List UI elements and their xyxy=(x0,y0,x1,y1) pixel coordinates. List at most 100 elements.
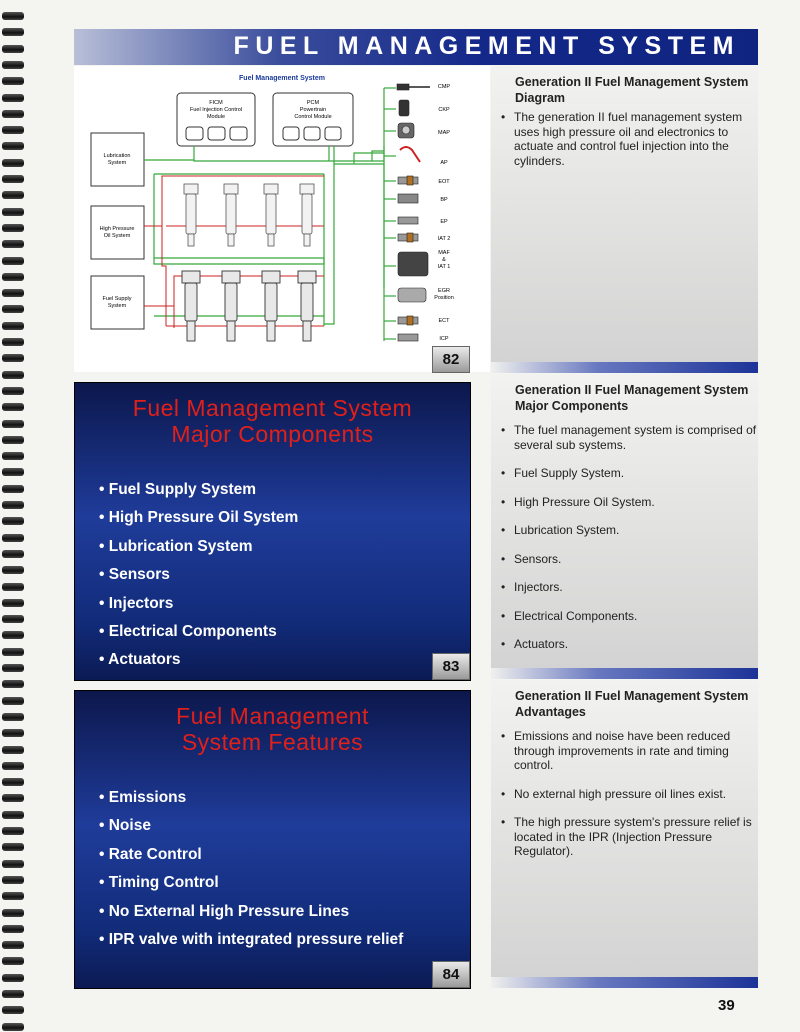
binding-ring xyxy=(2,794,24,803)
components-note-bullet: Fuel Supply System. xyxy=(501,466,757,481)
diagram-note-bullet: The generation II fuel management system… xyxy=(501,110,757,168)
binding-ring xyxy=(2,12,24,20)
binding-ring xyxy=(2,338,24,346)
sensor-label: CKP xyxy=(438,107,450,113)
pcm-label-3: Control Module xyxy=(294,114,331,120)
binding-ring xyxy=(2,191,24,200)
fuel-supply-label-1: Fuel Supply xyxy=(102,296,131,302)
binding-ring xyxy=(2,452,24,461)
binding-ring xyxy=(2,957,24,966)
binding-ring xyxy=(2,712,24,721)
components-note-bullet: The fuel management system is comprised … xyxy=(501,423,757,452)
binding-ring xyxy=(2,598,24,607)
binding-ring xyxy=(2,77,24,86)
binding-ring xyxy=(2,859,24,868)
advantages-notes-panel: Generation II Fuel Management System Adv… xyxy=(491,680,758,977)
diagram-notes-heading: Generation II Fuel Management System Dia… xyxy=(515,75,749,105)
binding-ring xyxy=(2,1006,24,1015)
sensor-label: IAT 1 xyxy=(438,264,451,270)
sensor-label: EGR xyxy=(438,288,450,294)
component-bullet: Actuators xyxy=(99,651,298,679)
high-pressure-label-1: High Pressure xyxy=(100,226,135,232)
binding-ring xyxy=(2,615,24,624)
component-bullet: Injectors xyxy=(99,595,298,623)
binding-ring xyxy=(2,778,24,787)
binding-ring xyxy=(2,990,24,998)
injectors-lower xyxy=(181,270,317,342)
binding-ring xyxy=(2,664,24,672)
page-number: 39 xyxy=(718,997,735,1014)
high-pressure-oil-box xyxy=(90,205,145,260)
binding-ring xyxy=(2,1022,24,1031)
sensor-label: ECT xyxy=(439,318,451,324)
divider-stripe xyxy=(491,362,758,373)
binding-ring xyxy=(2,631,24,640)
divider-stripe xyxy=(491,668,758,679)
components-note-bullet: Sensors. xyxy=(501,552,757,567)
sensor-label: AP xyxy=(440,160,448,166)
binding-ring xyxy=(2,158,24,167)
binding-ring xyxy=(2,761,24,770)
divider-stripe xyxy=(491,977,758,988)
binding-ring xyxy=(2,696,24,705)
binding-ring xyxy=(2,142,24,151)
binding-ring xyxy=(2,517,24,526)
component-bullet: Sensors xyxy=(99,566,298,594)
binding-ring xyxy=(2,533,24,542)
feature-bullet: No External High Pressure Lines xyxy=(99,903,403,931)
sensor-label: BP xyxy=(440,197,448,203)
binding-ring xyxy=(2,370,24,379)
sensor-label: & xyxy=(442,257,446,263)
binding-ring xyxy=(2,256,24,265)
binding-ring xyxy=(2,582,24,591)
binding-ring xyxy=(2,843,24,852)
diagram-notes-panel: Generation II Fuel Management System Dia… xyxy=(491,66,758,362)
sensor-label: IAT 2 xyxy=(438,236,451,242)
slide-number-83: 83 xyxy=(432,653,470,680)
binding-ring xyxy=(2,386,24,395)
binding-ring xyxy=(2,647,24,656)
binding-ring xyxy=(2,729,24,738)
sensor-label: EP xyxy=(440,219,448,225)
sensor-label: MAP xyxy=(438,130,450,136)
binding-ring xyxy=(2,321,24,330)
binding-ring xyxy=(2,435,24,444)
slide-number-84: 84 xyxy=(432,961,470,988)
feature-bullet: Noise xyxy=(99,817,403,845)
binding-ring xyxy=(2,109,24,118)
binding-ring xyxy=(2,354,24,363)
advantage-bullet: Emissions and noise have been reduced th… xyxy=(501,729,757,773)
spiral-binding xyxy=(0,0,30,1032)
diagram-title: Fuel Management System xyxy=(239,75,325,82)
binding-ring xyxy=(2,289,24,298)
binding-ring xyxy=(2,207,24,216)
components-note-bullet: Electrical Components. xyxy=(501,609,757,624)
fuel-system-diagram: Fuel Management System FICM Fuel Injecti… xyxy=(74,66,490,373)
binding-ring xyxy=(2,941,24,950)
binding-ring xyxy=(2,680,24,689)
binding-ring xyxy=(2,484,24,493)
fuel-supply-label-2: System xyxy=(108,303,127,309)
binding-ring xyxy=(2,566,24,575)
component-bullet: Fuel Supply System xyxy=(99,481,298,509)
binding-ring xyxy=(2,28,24,37)
sensor-icons xyxy=(396,83,430,342)
sensor-label: MAF xyxy=(438,250,450,256)
components-notes-heading: Generation II Fuel Management System Maj… xyxy=(515,383,749,413)
lubrication-label-1: Lubrication xyxy=(104,153,131,159)
binding-ring xyxy=(2,272,24,281)
binding-ring xyxy=(2,501,24,509)
components-note-bullet: Lubrication System. xyxy=(501,523,757,538)
components-note-bullet: High Pressure Oil System. xyxy=(501,495,757,510)
binding-ring xyxy=(2,973,24,982)
fuel-supply-box xyxy=(90,275,145,330)
injectors-upper xyxy=(183,183,315,247)
pcm-label-2: Powertrain xyxy=(300,107,326,113)
binding-ring xyxy=(2,908,24,917)
sensor-label: ICP xyxy=(439,336,449,342)
components-note-bullet: Injectors. xyxy=(501,580,757,595)
binding-ring xyxy=(2,924,24,933)
component-bullet: Lubrication System xyxy=(99,538,298,566)
binding-ring xyxy=(2,549,24,558)
binding-ring xyxy=(2,875,24,884)
